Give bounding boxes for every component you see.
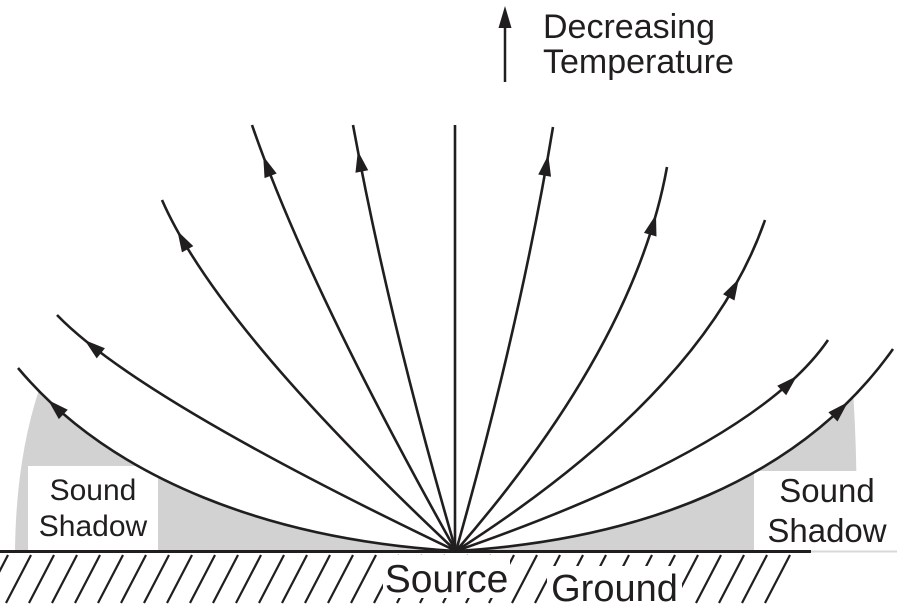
ray-arrowhead-icon [48,399,68,420]
sound-shadow-label-left: Sound Shadow [38,474,148,543]
label-backdrop [28,466,158,552]
hatch-line [5,554,32,604]
hatch-line [764,554,791,604]
hatch-line [695,554,722,604]
hatch-line [350,554,377,604]
hatch-line [28,554,55,604]
sound-ray-right-5 [455,348,895,553]
ray-arrowhead-icon [84,340,105,359]
hatch-line [189,554,216,604]
hatch-line [51,554,78,604]
hatch-line [235,554,262,604]
up-arrow-icon [498,6,512,82]
sound-ray-right-1 [454,126,555,552]
ground-label: Ground [551,568,678,610]
ray-arrowhead-icon [828,402,848,422]
ray-arrowhead-icon [643,214,657,237]
sound-ray-right-3 [455,219,767,553]
hatch-line [258,554,285,604]
ray-arrowhead-icon [355,150,369,173]
hatch-line [166,554,193,604]
hatch-line [0,554,9,573]
hatch-line [74,554,101,604]
sound-shadow-label-right: Sound Shadow [767,472,887,549]
ray-arrowhead-icon [777,376,797,396]
hatch-line [143,554,170,604]
label-backdrop [547,566,682,608]
sound-ray-left-4 [56,314,457,553]
hatch-line [741,554,768,604]
hatch-line [120,554,147,604]
label-backdrop [754,471,900,554]
ray-arrowhead-icon [723,278,739,301]
sound-ray-right-4 [455,339,830,553]
sound-ray-right-2 [455,166,669,552]
hatch-line [281,554,308,604]
source-label: Source [384,558,509,601]
hatch-line [511,554,538,604]
sound-ray-left-2 [250,124,458,552]
ray-arrowhead-icon [538,154,552,177]
label-backdrop [383,555,510,598]
up-arrow-head-icon [498,6,512,28]
hatch-line [304,554,331,604]
hatch-line [97,554,124,604]
ray-arrowhead-icon [263,156,277,179]
hatch-line [212,554,239,604]
decreasing-temperature-label: Decreasing Temperature [543,8,734,81]
sound-ray-left-1 [351,124,458,552]
hatch-line [718,554,745,604]
hatch-line [327,554,354,604]
ray-arrowhead-icon [177,230,194,253]
